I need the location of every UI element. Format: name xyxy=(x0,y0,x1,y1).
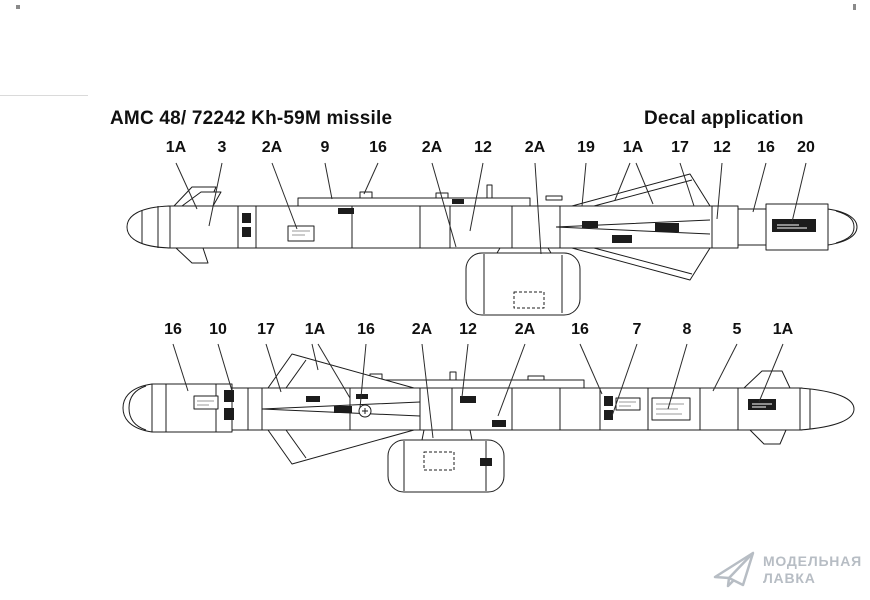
callout-label: 1A xyxy=(622,139,644,156)
callout-label: 2A xyxy=(261,139,283,156)
watermark-text: МОДЕЛЬНАЯ ЛАВКА xyxy=(763,553,862,588)
lower-wing xyxy=(571,247,711,281)
ventral-pod xyxy=(465,252,581,316)
callout-label: 17 xyxy=(257,321,275,338)
watermark-line1: МОДЕЛЬНАЯ xyxy=(762,552,862,569)
registration-mark xyxy=(16,5,20,9)
upper-wing xyxy=(571,173,711,207)
white-label-decal xyxy=(615,397,641,411)
white-label-decal xyxy=(287,225,315,242)
callout-label: 2A xyxy=(514,321,536,338)
callout-label: 2A xyxy=(524,139,546,156)
callout-label: 2A xyxy=(421,139,443,156)
pod-hatch xyxy=(513,291,545,309)
callout-label: 1A xyxy=(165,139,187,156)
leader-lines xyxy=(172,162,807,439)
antenna xyxy=(449,371,457,381)
callout-label: 10 xyxy=(209,321,227,338)
edge-on-wings xyxy=(555,219,711,235)
callout-label: 16 xyxy=(571,321,589,338)
callout-label: 7 xyxy=(632,321,642,338)
page-title: AMC 48/ 72242 Kh-59M missile xyxy=(110,108,393,129)
callout-label: 19 xyxy=(577,139,595,156)
callout-label: 8 xyxy=(682,321,692,338)
engine-section xyxy=(151,383,233,433)
callout-label: 16 xyxy=(757,139,775,156)
callout-label: 17 xyxy=(671,139,689,156)
canard-lower xyxy=(749,429,787,445)
pod-hatch xyxy=(423,451,455,471)
callout-label: 1A xyxy=(304,321,326,338)
callout-label: 12 xyxy=(474,139,492,156)
paper-plane-icon xyxy=(713,551,755,588)
callout-label: 16 xyxy=(369,139,387,156)
nose-cone xyxy=(126,205,171,249)
tail-nozzle xyxy=(122,383,153,433)
canard-upper xyxy=(743,370,791,389)
callout-label: 2A xyxy=(411,321,433,338)
fuselage xyxy=(229,387,803,431)
callout-label: 3 xyxy=(217,139,227,156)
dorsal-spine xyxy=(297,197,531,207)
callout-label: 12 xyxy=(713,139,731,156)
tail-nozzle xyxy=(827,208,858,246)
callout-label: 12 xyxy=(459,321,477,338)
registration-mark xyxy=(853,4,856,10)
callout-label: 1A xyxy=(772,321,794,338)
callout-label: 16 xyxy=(164,321,182,338)
fuselage xyxy=(167,205,739,249)
canard-lower xyxy=(175,247,209,264)
callout-label: 5 xyxy=(732,321,742,338)
watermark-line2: ЛАВКА xyxy=(762,570,816,586)
callout-label: 16 xyxy=(357,321,375,338)
missile-top-drawing xyxy=(126,173,858,316)
nose-cone xyxy=(799,387,855,431)
antenna xyxy=(486,184,493,199)
section-title: Decal application xyxy=(644,108,804,129)
shop-watermark: МОДЕЛЬНАЯ ЛАВКА xyxy=(712,550,862,590)
callout-label: 20 xyxy=(797,139,815,156)
callout-label: 9 xyxy=(320,139,330,156)
white-label-decal xyxy=(193,395,219,410)
missile-bottom-drawing xyxy=(122,353,855,493)
scan-edge-line xyxy=(0,95,88,96)
